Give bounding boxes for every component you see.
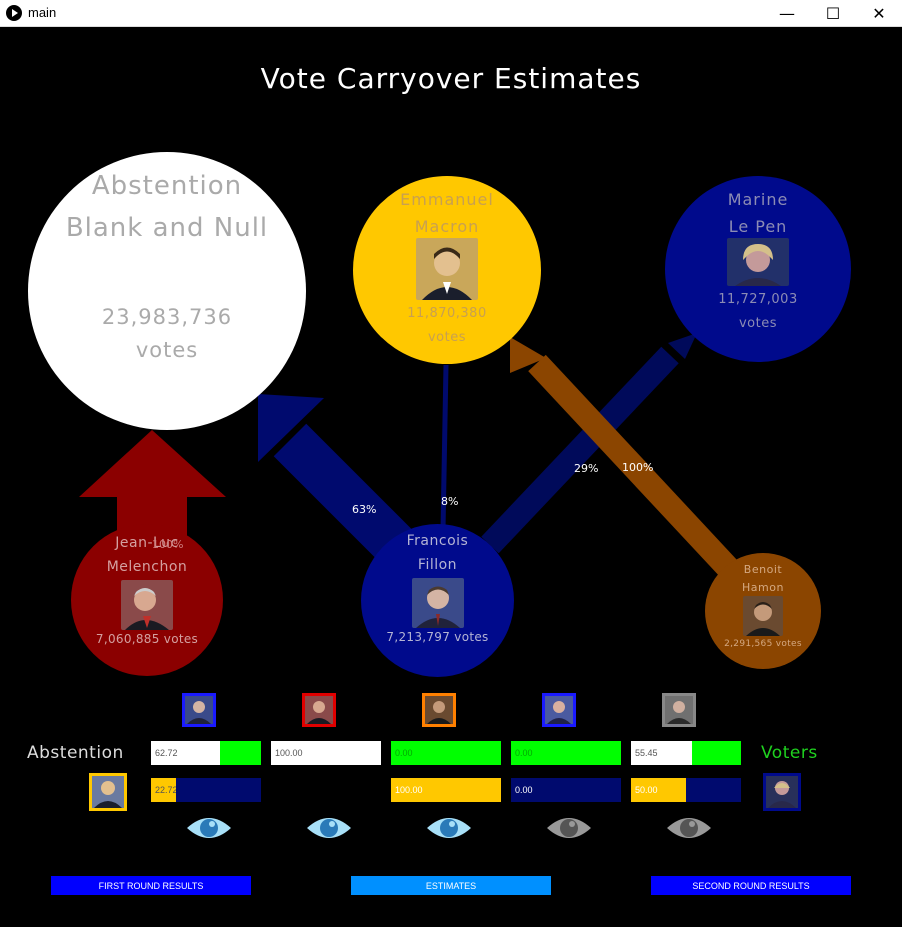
voters-row-label: Voters xyxy=(761,743,818,763)
abstention-votes-unit: votes xyxy=(135,337,199,362)
melenchon-name-line1: Jean-Luc xyxy=(115,535,179,551)
abstention-circle[interactable]: Abstention Blank and Null 23,983,736 vot… xyxy=(28,152,306,430)
other-candidate-thumbnail-icon[interactable] xyxy=(662,693,696,727)
visibility-eye-icon-dupont-aignan[interactable] xyxy=(545,812,593,844)
melenchon-votes: 7,060,885 votes xyxy=(95,631,199,646)
macron-portrait-icon xyxy=(416,238,478,301)
hamon-name-line2: Hamon xyxy=(742,580,784,594)
dupont-aignan-thumbnail-icon[interactable] xyxy=(542,693,576,727)
flow-pct-fillon-abstention: 63% xyxy=(352,503,377,516)
lepen-name-line2: Le Pen xyxy=(728,217,788,237)
abstention-bar-hamon[interactable]: 0.00 xyxy=(391,741,501,765)
lepen-thumbnail-icon[interactable] xyxy=(763,773,801,811)
split-bar-hamon-value: 100.00 xyxy=(391,778,501,802)
macron-thumbnail-icon[interactable] xyxy=(89,773,127,811)
flow-hamon-macron xyxy=(510,337,739,579)
abstention-bar-dupont-aignan-value: 0.00 xyxy=(511,741,621,765)
estimates-button[interactable]: ESTIMATES xyxy=(351,876,551,895)
flow-pct-fillon-lepen: 29% xyxy=(574,462,599,475)
close-button[interactable]: ✕ xyxy=(872,3,886,23)
abstention-row-label: Abstention xyxy=(27,743,124,763)
visibility-eye-icon-melenchon[interactable] xyxy=(305,812,353,844)
melenchon-name-line2: Melenchon xyxy=(106,558,188,575)
split-bar-dupont-aignan-value: 0.00 xyxy=(511,778,621,802)
hamon-portrait-icon xyxy=(743,596,783,637)
hamon-circle[interactable]: Benoit Hamon 2,291,565 votes xyxy=(705,553,821,669)
flow-pct-hamon-macron: 100% xyxy=(622,461,654,474)
abstention-name-line2: Blank and Null xyxy=(65,212,269,243)
first-round-results-button[interactable]: FIRST ROUND RESULTS xyxy=(51,876,251,895)
hamon-thumbnail-icon[interactable] xyxy=(422,693,456,727)
lepen-votes: 11,727,003 xyxy=(718,292,798,308)
macron-votes-unit: votes xyxy=(427,329,466,345)
split-bar-dupont-aignan[interactable]: 0.00 xyxy=(511,778,621,802)
abstention-bar-fillon[interactable]: 62.72 xyxy=(151,741,261,765)
abstention-bar-hamon-value: 0.00 xyxy=(391,741,501,765)
split-bar-fillon[interactable]: 22.72 xyxy=(151,778,261,802)
split-bar-other-value: 50.00 xyxy=(631,778,686,802)
maximize-button[interactable]: ☐ xyxy=(825,3,841,23)
fillon-thumbnail-icon[interactable] xyxy=(182,693,216,727)
abstention-bar-melenchon-value: 100.00 xyxy=(271,741,381,765)
window-titlebar: main — ☐ ✕ xyxy=(0,0,902,27)
flow-fillon-lepen xyxy=(481,333,697,554)
flow-pct-fillon-macron: 8% xyxy=(441,495,459,508)
app-icon xyxy=(6,5,22,21)
melenchon-circle[interactable]: Jean-Luc Melenchon 7,060,885 votes xyxy=(71,524,223,676)
split-bar-hamon[interactable]: 100.00 xyxy=(391,778,501,802)
fillon-votes: 7,213,797 votes xyxy=(386,629,489,644)
minimize-button[interactable]: — xyxy=(779,3,795,23)
abstention-bar-dupont-aignan[interactable]: 0.00 xyxy=(511,741,621,765)
window-title: main xyxy=(28,5,57,20)
fillon-circle[interactable]: Francois Fillon 7,213,797 votes xyxy=(361,524,514,677)
macron-circle[interactable]: Emmanuel Macron 11,870,380 votes xyxy=(353,176,541,364)
visibility-eye-icon-hamon[interactable] xyxy=(425,812,473,844)
fillon-name-line2: Fillon xyxy=(417,556,458,573)
macron-name-line1: Emmanuel xyxy=(400,190,494,209)
flow-pct-melenchon-abstention: 100% xyxy=(152,538,184,551)
flow-fillon-macron xyxy=(440,364,449,531)
lepen-circle[interactable]: Marine Le Pen 11,727,003 votes xyxy=(665,176,851,362)
split-bar-other[interactable]: 50.00 xyxy=(631,778,741,802)
melenchon-thumbnail-icon[interactable] xyxy=(302,693,336,727)
fillon-portrait-icon xyxy=(411,577,464,628)
hamon-name-line1: Benoit xyxy=(743,563,783,576)
lepen-portrait-icon xyxy=(727,238,789,287)
macron-name-line2: Macron xyxy=(414,217,480,237)
abstention-bar-fillon-value: 62.72 xyxy=(151,741,220,765)
fillon-name-line1: Francois xyxy=(406,533,469,549)
hamon-votes: 2,291,565 votes xyxy=(724,639,802,650)
second-round-results-button[interactable]: SECOND ROUND RESULTS xyxy=(651,876,851,895)
abstention-bar-melenchon[interactable]: 100.00 xyxy=(271,741,381,765)
abstention-votes: 23,983,736 xyxy=(101,305,233,330)
abstention-bar-other[interactable]: 55.45 xyxy=(631,741,741,765)
melenchon-portrait-icon xyxy=(121,579,173,630)
flow-fillon-abstention xyxy=(258,394,412,562)
abstention-name-line1: Abstention xyxy=(91,171,243,201)
lepen-name-line1: Marine xyxy=(727,190,789,209)
split-bar-fillon-value: 22.72 xyxy=(151,778,178,802)
lepen-votes-unit: votes xyxy=(738,315,777,331)
visibility-eye-icon-fillon[interactable] xyxy=(185,812,233,844)
macron-votes: 11,870,380 xyxy=(407,306,487,322)
visibility-eye-icon-other[interactable] xyxy=(665,812,713,844)
abstention-bar-other-value: 55.45 xyxy=(631,741,692,765)
page-title: Vote Carryover Estimates xyxy=(260,62,642,95)
